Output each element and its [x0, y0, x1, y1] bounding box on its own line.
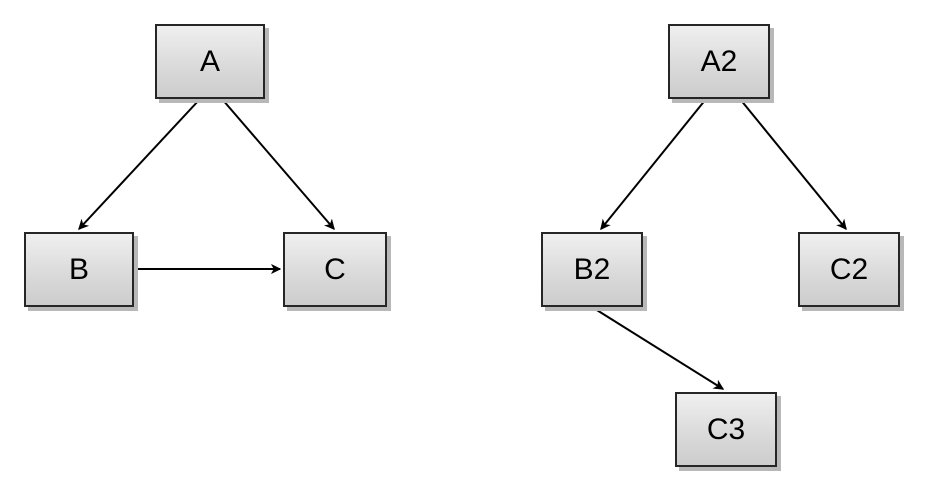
node-c2[interactable]: C2 [798, 232, 900, 307]
node-a2[interactable]: A2 [668, 24, 770, 99]
edge-b2-to-c3 [591, 306, 723, 390]
node-c3[interactable]: C3 [675, 392, 777, 467]
node-c[interactable]: C [283, 232, 387, 307]
node-label-a2: A2 [700, 44, 738, 78]
edge-a2-to-c2 [739, 98, 846, 229]
node-label-c: C [324, 252, 346, 286]
node-label-c3: C3 [706, 412, 746, 446]
edges-group [79, 98, 846, 390]
node-label-b2: B2 [573, 252, 611, 286]
node-label-c2: C2 [829, 252, 869, 286]
node-label-a: A [199, 44, 220, 78]
node-b[interactable]: B [24, 232, 134, 307]
node-label-b: B [68, 252, 89, 286]
node-b2[interactable]: B2 [541, 232, 643, 307]
edge-a2-to-b2 [601, 98, 707, 229]
edge-a-to-b [79, 98, 201, 229]
node-a[interactable]: A [155, 24, 265, 99]
edge-a-to-c [221, 98, 334, 229]
